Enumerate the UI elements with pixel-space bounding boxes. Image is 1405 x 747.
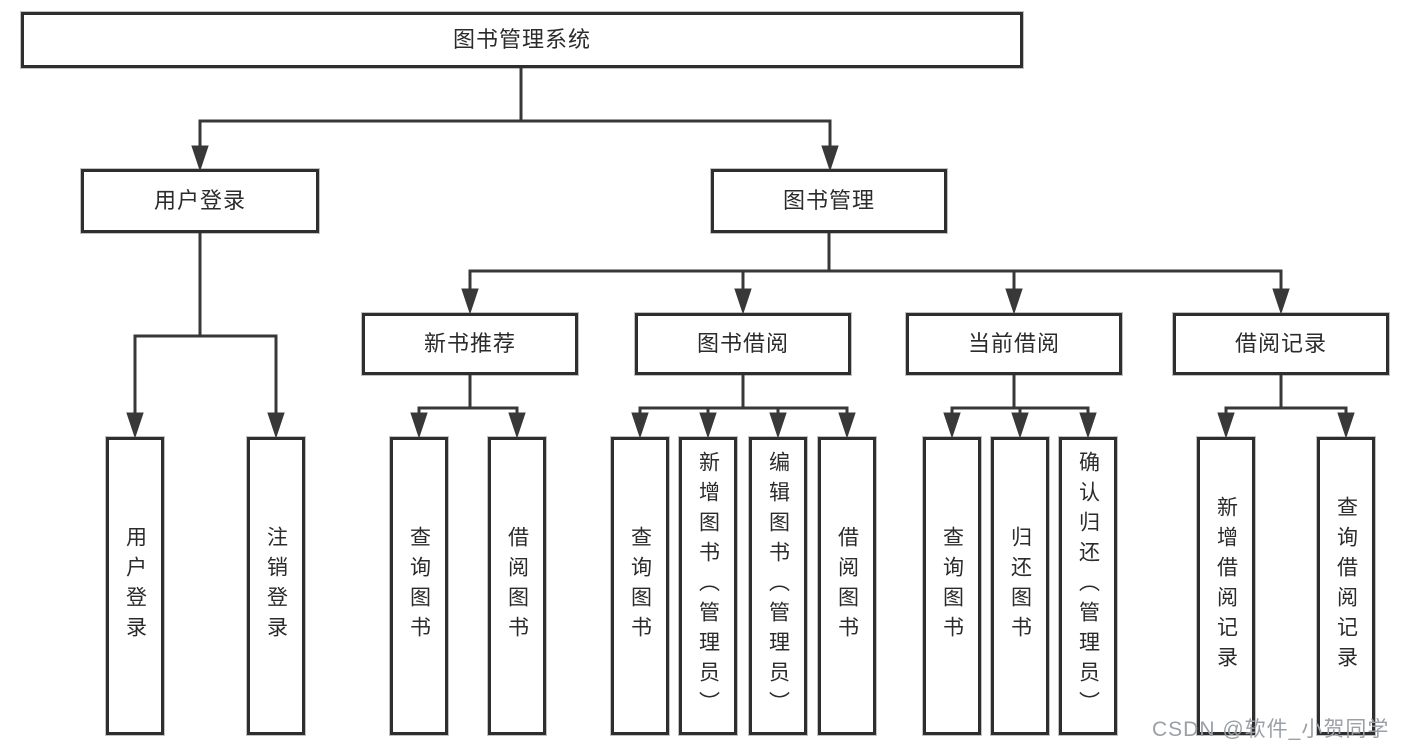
node-borrowing-records: 借阅记录 [1173, 313, 1389, 375]
node-label: 查询图书 [940, 526, 964, 646]
node-cb-return-books: 归还图书 [991, 437, 1049, 735]
node-br-add-record: 新增借阅记录 [1197, 437, 1255, 735]
node-cb-confirm-return-admin: 确认归还（管理员） [1059, 437, 1117, 735]
node-label: 借阅图书 [835, 526, 859, 646]
node-label: 图书管理系统 [452, 27, 591, 52]
node-book-management: 图书管理 [711, 169, 947, 233]
node-br-query-record: 查询借阅记录 [1317, 437, 1375, 735]
node-user-login-action: 用户登录 [106, 437, 164, 735]
node-label: 图书借阅 [696, 331, 789, 356]
node-label: 新增图书（管理员） [696, 451, 720, 721]
node-label: 查询借阅记录 [1334, 496, 1358, 676]
node-label: 新增借阅记录 [1214, 496, 1238, 676]
node-label: 确认归还（管理员） [1076, 451, 1100, 721]
node-label: 图书管理 [782, 188, 875, 213]
node-nbr-borrow-books: 借阅图书 [488, 437, 546, 735]
node-label: 当前借阅 [967, 331, 1060, 356]
node-book-borrowing: 图书借阅 [635, 313, 851, 375]
node-logout-action: 注销登录 [247, 437, 305, 735]
node-label: 查询图书 [628, 526, 652, 646]
node-library-management-system: 图书管理系统 [21, 12, 1023, 68]
node-bb-borrow-books: 借阅图书 [818, 437, 876, 735]
node-new-book-recommendation: 新书推荐 [362, 313, 578, 375]
node-current-borrowing: 当前借阅 [906, 313, 1122, 375]
node-nbr-query-books: 查询图书 [390, 437, 448, 735]
node-label: 借阅记录 [1234, 331, 1327, 356]
node-label: 借阅图书 [505, 526, 529, 646]
node-label: 注销登录 [264, 526, 288, 646]
watermark-text: CSDN @软件_小贺同学 [1152, 718, 1390, 741]
node-label: 用户登录 [123, 526, 147, 646]
node-label: 归还图书 [1008, 526, 1032, 646]
node-label: 用户登录 [153, 188, 246, 213]
node-bb-query-books: 查询图书 [611, 437, 669, 735]
node-bb-edit-books-admin: 编辑图书（管理员） [749, 437, 807, 735]
node-bb-add-books-admin: 新增图书（管理员） [679, 437, 737, 735]
node-cb-query-books: 查询图书 [923, 437, 981, 735]
node-label: 新书推荐 [423, 331, 516, 356]
node-label: 编辑图书（管理员） [766, 451, 790, 721]
node-label: 查询图书 [407, 526, 431, 646]
node-user-login: 用户登录 [81, 169, 319, 233]
